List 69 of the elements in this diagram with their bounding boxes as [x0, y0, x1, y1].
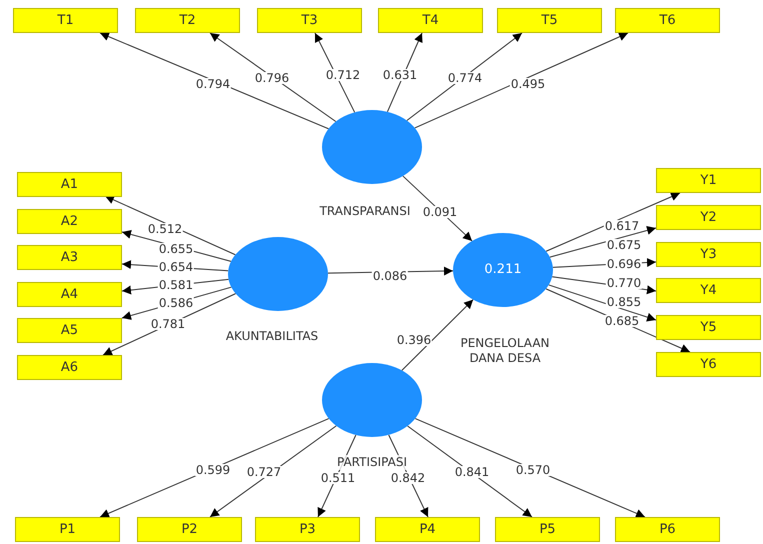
indicator-box: T3 — [257, 8, 362, 33]
edge-label: 0.794 — [194, 78, 232, 90]
indicator-box: P1 — [15, 517, 120, 542]
edge-label: 0.685 — [604, 315, 640, 327]
edge-label: 0.654 — [158, 261, 194, 273]
edge-label: 0.712 — [324, 69, 362, 81]
indicator-box: Y1 — [656, 168, 761, 193]
edge-label: 0.796 — [254, 72, 290, 84]
indicator-box: A6 — [17, 355, 122, 380]
edge-label: 0.091 — [422, 206, 458, 218]
arrow — [406, 32, 522, 121]
construct-ellipse — [322, 110, 422, 184]
indicator-box: T1 — [13, 8, 118, 33]
edge-label: 0.675 — [606, 239, 642, 251]
arrow — [414, 418, 646, 518]
edge-label: 0.586 — [158, 297, 194, 309]
construct-name: PARTISIPASI — [337, 455, 407, 470]
indicator-box: P5 — [495, 517, 600, 542]
arrow — [104, 196, 236, 256]
indicator-box: P4 — [375, 517, 480, 542]
edge-label: 0.086 — [372, 270, 408, 282]
indicator-box: T2 — [135, 8, 240, 33]
indicator-box: T5 — [497, 8, 602, 33]
construct-ellipse — [322, 363, 422, 437]
indicator-box: P2 — [137, 517, 242, 542]
construct-ellipse — [228, 237, 328, 311]
arrow — [407, 426, 532, 518]
edge-label: 0.855 — [606, 296, 642, 308]
edge-label: 0.599 — [194, 464, 232, 476]
indicator-box: A2 — [17, 209, 122, 234]
indicator-box: A3 — [17, 245, 122, 270]
edge-label: 0.495 — [510, 78, 546, 90]
indicator-box: A1 — [17, 172, 122, 197]
edge-label: 0.655 — [158, 243, 194, 255]
edge-label: 0.770 — [606, 277, 642, 289]
edge-label: 0.841 — [454, 466, 490, 478]
arrow — [548, 284, 656, 322]
edge-label: 0.570 — [514, 464, 552, 476]
arrow — [414, 32, 628, 128]
arrow — [100, 418, 330, 518]
construct-ellipse: 0.211 — [453, 233, 553, 307]
indicator-box: Y4 — [656, 278, 761, 303]
indicator-box: Y3 — [656, 242, 761, 267]
edge-label: 0.774 — [446, 72, 484, 84]
edge-label: 0.842 — [390, 472, 426, 484]
edge-label: 0.781 — [150, 318, 186, 330]
indicator-box: A4 — [17, 282, 122, 307]
edge-label: 0.631 — [382, 69, 418, 81]
arrow — [549, 226, 656, 258]
indicator-box: Y6 — [656, 352, 761, 377]
edge-label: 0.511 — [320, 472, 356, 484]
indicator-box: T6 — [615, 8, 720, 33]
indicator-box: P3 — [255, 517, 360, 542]
indicator-box: T4 — [378, 8, 483, 33]
indicator-box: Y2 — [656, 205, 761, 230]
arrow — [546, 192, 680, 252]
edge-label: 0.396 — [396, 334, 432, 346]
arrow — [100, 32, 329, 130]
edge-label: 0.512 — [146, 223, 184, 235]
edge-label: 0.617 — [604, 220, 640, 232]
edge-label: 0.727 — [246, 466, 282, 478]
indicator-box: Y5 — [656, 315, 761, 340]
arrow — [210, 425, 337, 518]
edge-label: 0.581 — [158, 279, 194, 291]
indicator-box: A5 — [17, 318, 122, 343]
arrow — [401, 299, 474, 371]
arrow — [210, 32, 336, 122]
edge-label: 0.696 — [606, 258, 642, 270]
indicator-box: P6 — [615, 517, 720, 542]
